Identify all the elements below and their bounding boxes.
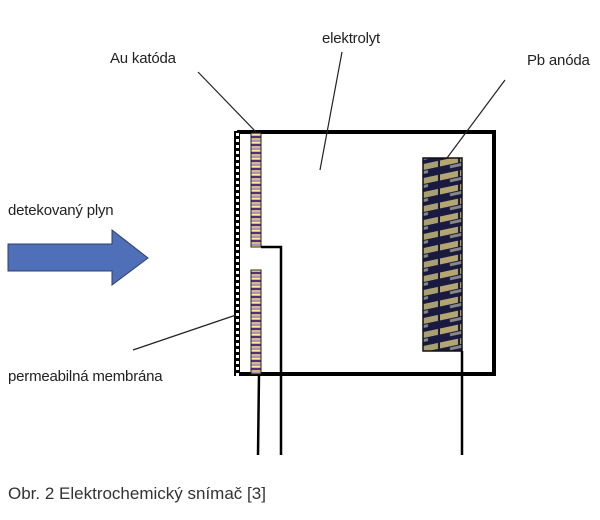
housing-outline	[237, 130, 496, 376]
cathode-lead	[256, 373, 261, 456]
gas-flow-arrow	[7, 228, 149, 286]
anode-label: Pb anóda	[527, 52, 590, 69]
electrolyte-leader	[319, 51, 343, 171]
membrane-label: permeabilná membrána	[8, 368, 163, 385]
permeable-membrane	[234, 131, 240, 376]
cathode-upper	[250, 132, 262, 248]
electrolyte-label: elektrolyt	[322, 30, 381, 47]
cathode-wire	[261, 245, 283, 455]
cathode-leader	[197, 71, 257, 133]
gas-label: detekovaný plyn	[8, 202, 114, 219]
figure-caption: Obr. 2 Elektrochemický snímač [3]	[8, 484, 266, 503]
cathode-lower	[250, 269, 262, 375]
anode-plate	[422, 157, 463, 352]
cathode-label: Au katóda	[110, 50, 176, 67]
membrane-leader	[132, 314, 237, 351]
anode-leader	[446, 79, 506, 159]
